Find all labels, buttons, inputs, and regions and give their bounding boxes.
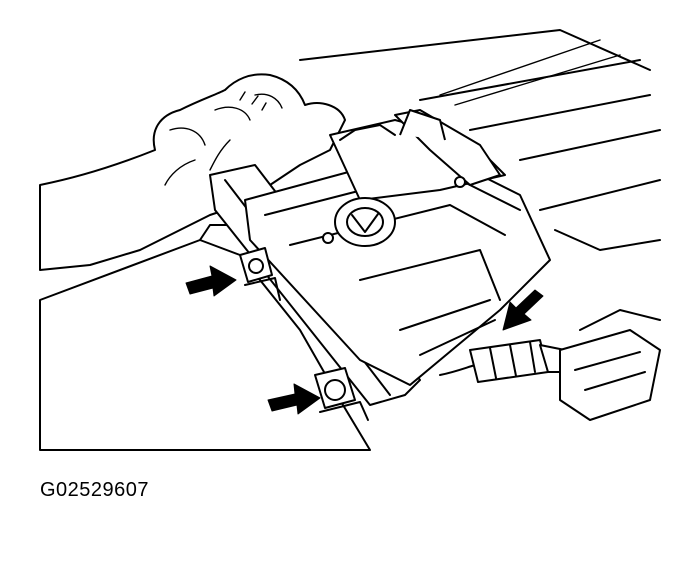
callout-arrow: [267, 383, 321, 415]
callout-arrows: [185, 265, 544, 415]
surrounding-structure: [249, 29, 661, 251]
callout-arrow: [185, 265, 237, 297]
lower-right-part: [559, 309, 661, 421]
component-assembly: [209, 109, 551, 406]
technical-illustration: [39, 29, 661, 451]
callout-arrow: [502, 289, 544, 331]
figure-code: G02529607: [40, 479, 150, 501]
mounting-bolts: [239, 247, 369, 421]
hand-illustration: [39, 73, 346, 271]
